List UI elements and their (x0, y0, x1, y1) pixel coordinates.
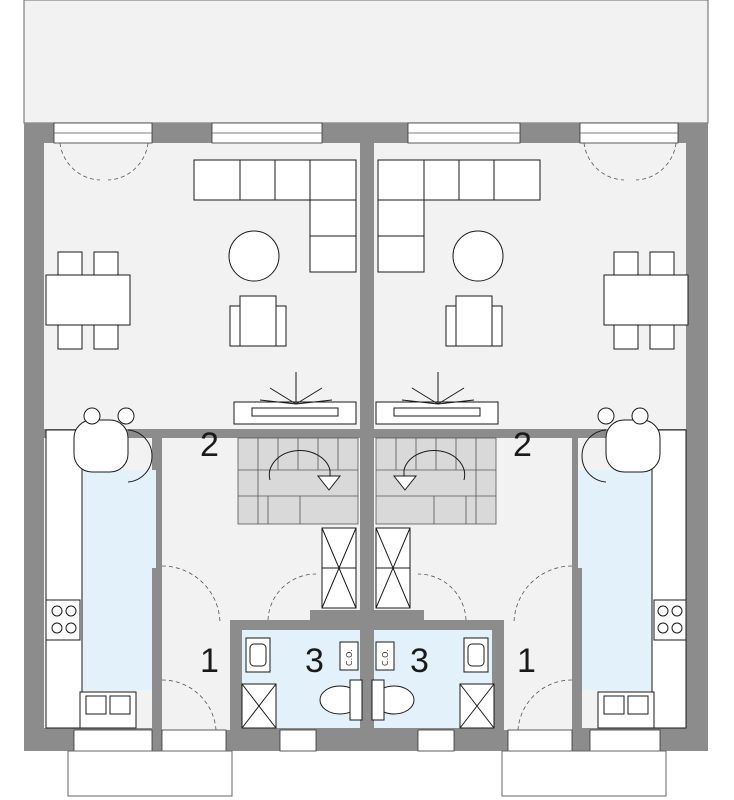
top-windows (53, 122, 679, 144)
door-swings (161, 565, 573, 731)
room-label-2-right: 2 (513, 426, 532, 464)
terrace-doors (59, 142, 677, 181)
bottom-windows (73, 729, 661, 752)
wardrobe-left (321, 527, 357, 609)
armchair-left (229, 295, 287, 347)
fireplace-left (233, 372, 357, 425)
co-label-right: C.O. (381, 649, 390, 666)
room-label-1-right: 1 (517, 642, 536, 680)
room-label-3-left: 3 (305, 642, 324, 680)
closet-left (241, 683, 277, 729)
closet-right (459, 683, 495, 729)
kitchen-left (45, 407, 153, 729)
co-label-left: C.O. (345, 649, 354, 666)
sofa-right (377, 159, 541, 273)
dining-table-left (45, 251, 131, 350)
room-label-3-right: 3 (410, 642, 429, 680)
coffee-table-left (228, 230, 280, 282)
coffee-table-right (452, 230, 504, 282)
bathroom-left (245, 637, 363, 721)
armchair-right (445, 295, 503, 347)
sofa-left (193, 159, 357, 273)
fireplace-right (375, 372, 499, 425)
dining-table-right (603, 251, 689, 350)
entrance-steps (67, 750, 667, 797)
stairs-right (375, 437, 497, 525)
room-label-1-left: 1 (200, 642, 219, 680)
bathroom-right (371, 637, 489, 721)
terrace-area (23, 0, 709, 124)
room-label-2-left: 2 (200, 426, 219, 464)
stairs-left (237, 437, 359, 525)
wardrobe-right (375, 527, 411, 609)
kitchen-right (581, 407, 687, 729)
